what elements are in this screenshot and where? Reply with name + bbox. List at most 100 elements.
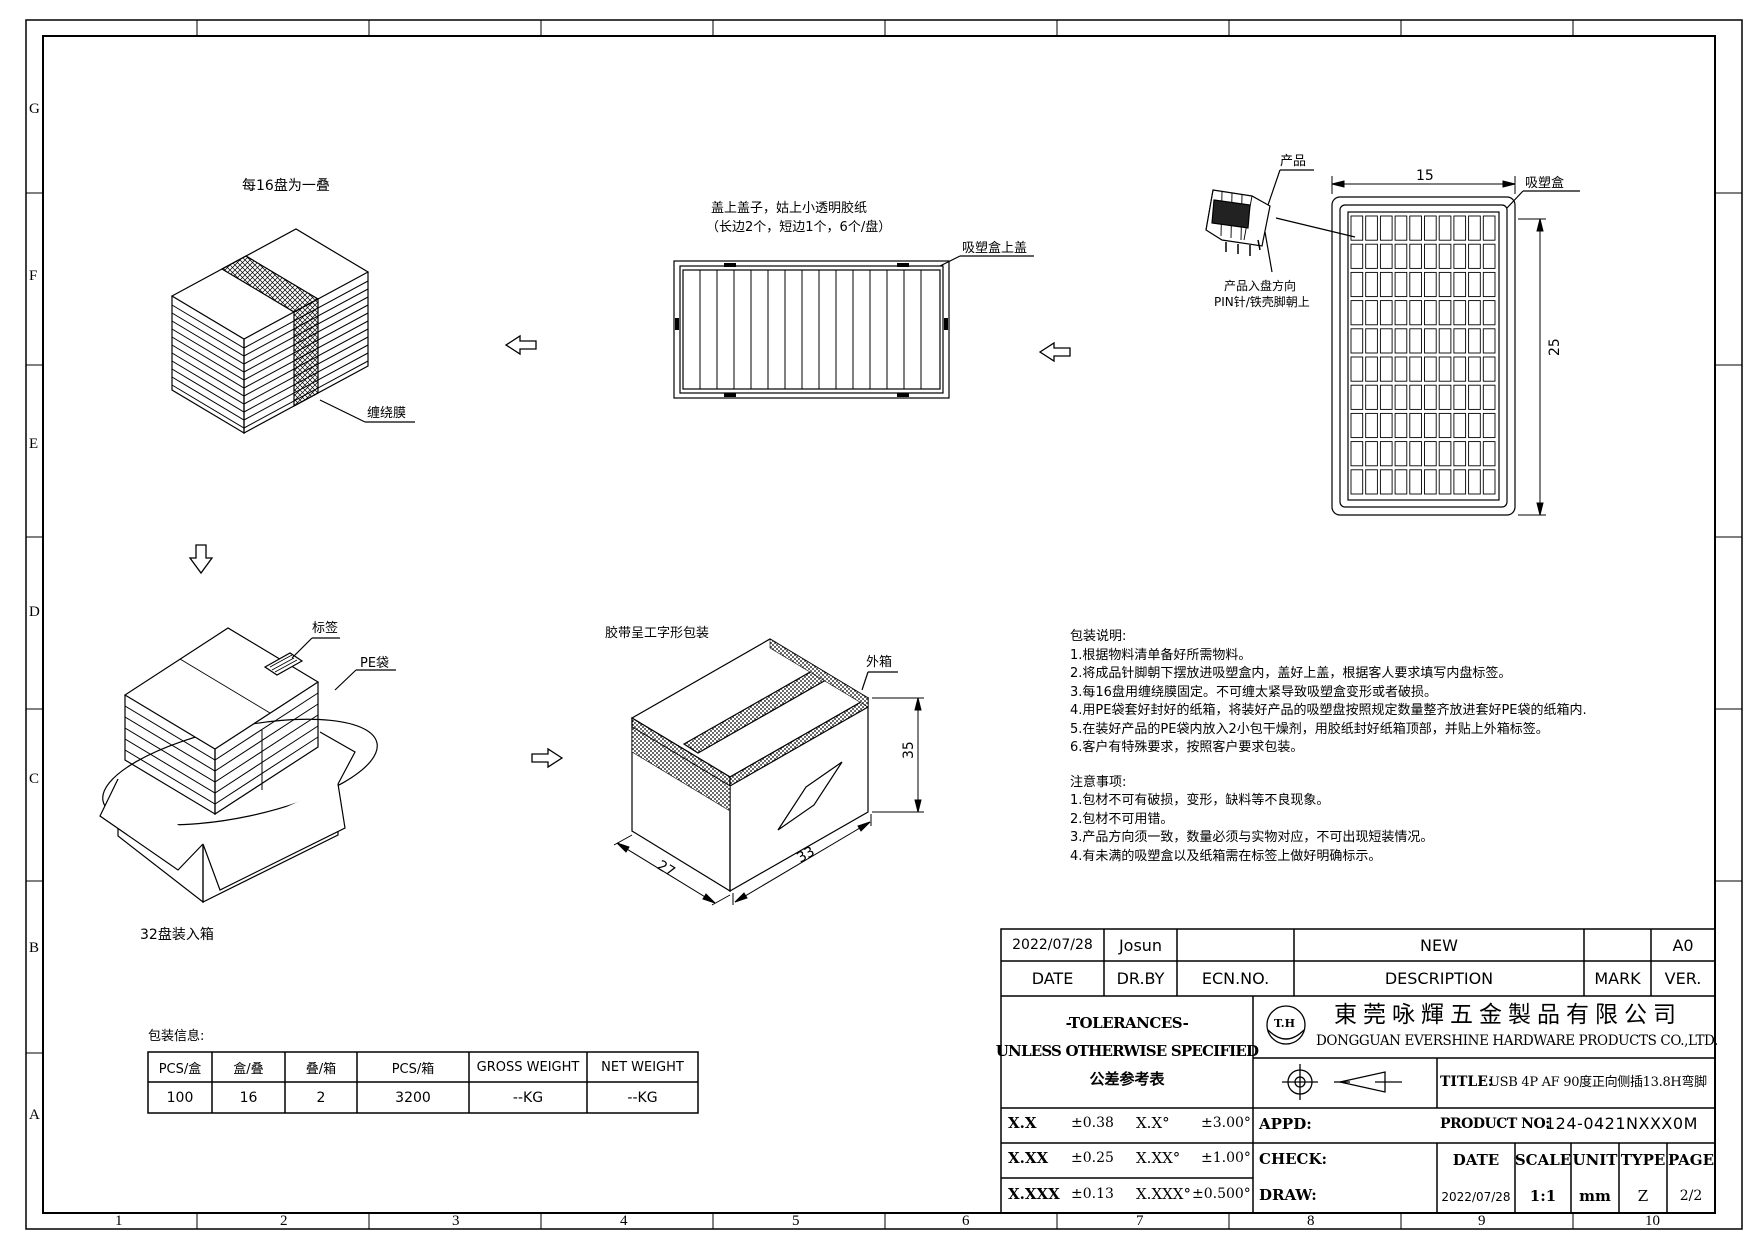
box-count-note: 32盘装入箱 [140,927,214,943]
tray-pocket [1394,271,1408,298]
arrow-left-2 [1038,341,1071,363]
inner-frame [42,35,1716,1214]
blister-tray-drawing [1331,190,1580,516]
tray-pocket [1394,469,1408,495]
tray-pocket [1365,469,1378,495]
tray-pocket [1424,215,1437,241]
logo-icon [1266,1005,1306,1045]
tray-pocket [1365,243,1378,269]
tray-cover-label: 吸塑盒上盖 [962,241,1028,256]
pack-value-box-stack: 16 [239,1089,258,1106]
tray-pocket [1365,328,1378,354]
pack-info-title: 包装信息: [148,1029,205,1044]
approved-label: APPD: [1259,1115,1312,1133]
tray-pocket [1438,243,1452,269]
tray-pocket [1394,441,1408,467]
direction-note-line2: PIN针/铁壳脚朝上 [1214,295,1310,309]
drawn-label: DRAW: [1259,1186,1317,1204]
tray-pocket [1394,243,1408,269]
caution-title: 注意事项: [1070,774,1127,790]
revision-date: 2022/07/28 [1012,937,1093,953]
zone-row-e: E [29,436,39,452]
tray-pocket [1424,271,1437,298]
tray-pocket [1424,243,1437,269]
tray-pocket [1409,215,1422,241]
page-header: PAGE [1667,1151,1715,1169]
tray-pocket [1409,441,1422,467]
tray-pocket [1482,328,1496,354]
title-block-grid [1000,928,1716,1214]
tray-pocket [1468,441,1481,467]
tray-width-dim: 15 [1416,168,1434,184]
tol-row1-angle-value: ±3.00° [1201,1115,1251,1131]
arrow-left-1 [504,334,537,356]
tray-pocket [1379,243,1393,269]
zone-col-2: 2 [280,1213,288,1229]
tray-pocket [1350,300,1364,326]
scale-header: SCALE [1514,1151,1572,1169]
tol-row3-value: ±0.13 [1071,1186,1114,1202]
tray-pocket [1379,469,1393,495]
drawing-date: 2022/07/28 [1441,1189,1511,1204]
drawing-title: USB 4P AF 90度正向侧插13.8H弯脚 [1489,1075,1707,1090]
cover-note-line2: （长边2个，短边1个，6个/盘） [706,220,892,235]
zone-col-9: 9 [1478,1213,1486,1229]
tray-pocket [1379,215,1393,241]
tol-row1-format: X.X [1008,1114,1037,1132]
zone-col-3: 3 [452,1213,460,1229]
unit-header: UNIT [1572,1151,1618,1169]
pack-note-2: 2.将成品针脚朝下摆放进吸塑盒内，盖好上盖，根据客人要求填写内盘标签。 [1070,666,1512,681]
tray-pocket [1468,412,1481,439]
product-no-value: 124-0421NXXX0M [1545,1114,1698,1133]
tray-pocket [1409,271,1422,298]
tray-pocket [1453,328,1467,354]
zone-row-b: B [29,940,40,956]
tray-pocket [1424,300,1437,326]
pack-header-net-weight: NET WEIGHT [601,1059,684,1075]
tray-pocket [1438,441,1452,467]
tray-pocket [1468,300,1481,326]
pack-note-5: 5.在装好产品的PE袋内放入2小包干燥剂，用胶纸封好纸箱顶部，并贴上外箱标签。 [1070,721,1549,737]
product-label: 产品 [1280,154,1307,169]
mark-header: MARK [1594,969,1641,988]
tol-row2-angle-value: ±1.00° [1201,1150,1251,1166]
wrap-film-label: 缠绕膜 [367,406,407,421]
zone-col-8: 8 [1307,1213,1315,1229]
tray-pocket [1350,271,1364,298]
tray-cover-drawing [673,255,1034,399]
caution-note-3: 3.产品方向须一致，数量必须与实物对应，不可出现短装情况。 [1070,830,1434,845]
zone-row-d: D [29,604,40,620]
product-drawing [1205,169,1356,273]
tolerances-cn: 公差参考表 [1089,1069,1165,1088]
tray-pocket [1379,300,1393,326]
tray-pocket [1453,356,1467,382]
tray-pocket [1468,356,1481,382]
tray-pocket [1424,412,1437,439]
flow-arrows [188,334,1071,769]
tray-pocket [1482,384,1496,410]
tray-pocket [1379,412,1393,439]
arrow-down [188,544,214,575]
tray-pocket [1438,300,1452,326]
direction-note-line1: 产品入盘方向 [1224,279,1297,293]
revision-description: NEW [1420,935,1458,955]
zone-col-4: 4 [620,1213,628,1229]
tray-pocket [1365,215,1378,241]
tray-pocket [1482,412,1496,439]
pe-bag-box-drawing [99,627,396,904]
tray-pocket [1409,243,1422,269]
company-name-cn: 東莞咏輝五金製品有限公司 [1334,1002,1682,1028]
tolerances-subtitle: UNLESS OTHERWISE SPECIFIED [995,1042,1259,1060]
revision-ecn [1177,929,1294,961]
tray-pocket [1468,271,1481,298]
tray-pocket [1394,328,1408,354]
pack-header-box-stack: 盒/叠 [233,1061,264,1077]
packing-notes: 包装说明: 1.根据物料清单备好所需物料。 2.将成品针脚朝下摆放进吸塑盒内，盖… [1070,628,1587,866]
tray-pocket [1409,469,1422,495]
title-label: TITLE: [1440,1074,1494,1090]
tray-pocket [1468,243,1481,269]
tray-pocket [1365,356,1378,382]
pack-value-pcs-carton: 3200 [395,1089,431,1106]
tray-pocket [1365,271,1378,298]
pack-note-4: 4.用PE袋套好封好的纸箱，将装好产品的吸塑盘按照规定数量整齐放进套好PE袋的纸… [1070,703,1587,718]
